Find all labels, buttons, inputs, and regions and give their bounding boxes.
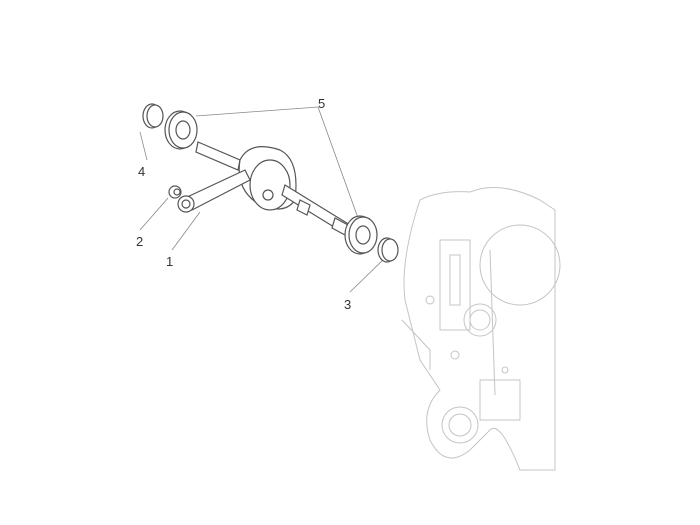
callout-1: 1 [166, 254, 174, 269]
bearing-right [344, 215, 378, 255]
crankshaft [195, 141, 351, 236]
oil-seal-right [377, 237, 399, 263]
callout-4: 4 [138, 164, 146, 179]
callout-3: 3 [344, 297, 352, 312]
leader-lines [139, 106, 386, 293]
callout-5: 5 [318, 96, 326, 111]
connecting-rod [177, 169, 251, 213]
callout-2: 2 [136, 234, 144, 249]
oil-seal-left [142, 103, 164, 129]
engine-case-outline [401, 187, 561, 471]
bearing-left [164, 110, 198, 150]
needle-bearing [168, 185, 182, 199]
